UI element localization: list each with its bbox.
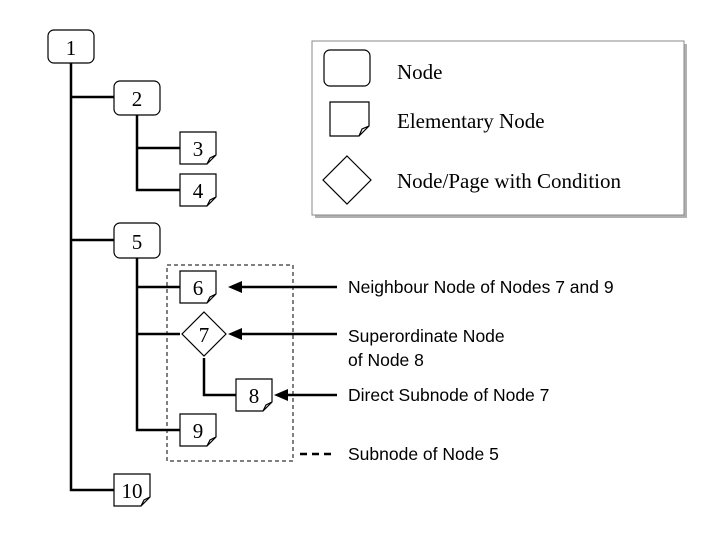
tree-connectors xyxy=(69,63,236,492)
legend-condition-label: Node/Page with Condition xyxy=(397,169,621,193)
arrowhead-direct-subnode xyxy=(274,389,288,401)
arrowhead-neighbour xyxy=(228,281,242,293)
legend-elementary-node-symbol xyxy=(329,101,370,137)
node-10-label: 10 xyxy=(122,479,143,503)
annotation-neighbour: Neighbour Node of Nodes 7 and 9 xyxy=(348,277,614,297)
node-10 xyxy=(113,473,151,507)
node-6 xyxy=(179,270,217,304)
node-6-label: 6 xyxy=(193,276,204,300)
arrow-heads xyxy=(228,281,288,401)
node-1 xyxy=(47,29,95,64)
node-9 xyxy=(179,413,217,447)
node-5-label: 5 xyxy=(132,230,143,254)
legend-node-symbol xyxy=(323,49,371,87)
legend-box xyxy=(311,40,685,216)
node-7-label: 7 xyxy=(199,323,210,347)
annotation-direct-subnode: Direct Subnode of Node 7 xyxy=(348,385,549,405)
node-5 xyxy=(113,222,161,259)
node-4-label: 4 xyxy=(193,179,204,203)
node-4 xyxy=(179,173,217,207)
node-8-label: 8 xyxy=(249,384,260,408)
subnode-region xyxy=(166,264,294,462)
annotation-arrows xyxy=(240,285,337,397)
annotation-subnode: Subnode of Node 5 xyxy=(348,444,499,464)
node-7 xyxy=(181,311,227,357)
arrowhead-superordinate xyxy=(228,328,242,340)
legend-elementary-node-label: Elementary Node xyxy=(397,109,545,133)
annotation-superordinate-line2: of Node 8 xyxy=(348,350,424,370)
legend-node-label: Node xyxy=(397,60,443,84)
legend-condition-symbol xyxy=(322,155,372,205)
node-2-label: 2 xyxy=(132,87,143,111)
node-1-label: 1 xyxy=(66,36,77,60)
node-8 xyxy=(235,378,273,412)
node-9-label: 9 xyxy=(193,419,204,443)
node-2 xyxy=(113,80,161,116)
node-3-label: 3 xyxy=(193,137,204,161)
annotation-superordinate-line1: Superordinate Node xyxy=(348,326,505,346)
node-3 xyxy=(179,131,217,165)
